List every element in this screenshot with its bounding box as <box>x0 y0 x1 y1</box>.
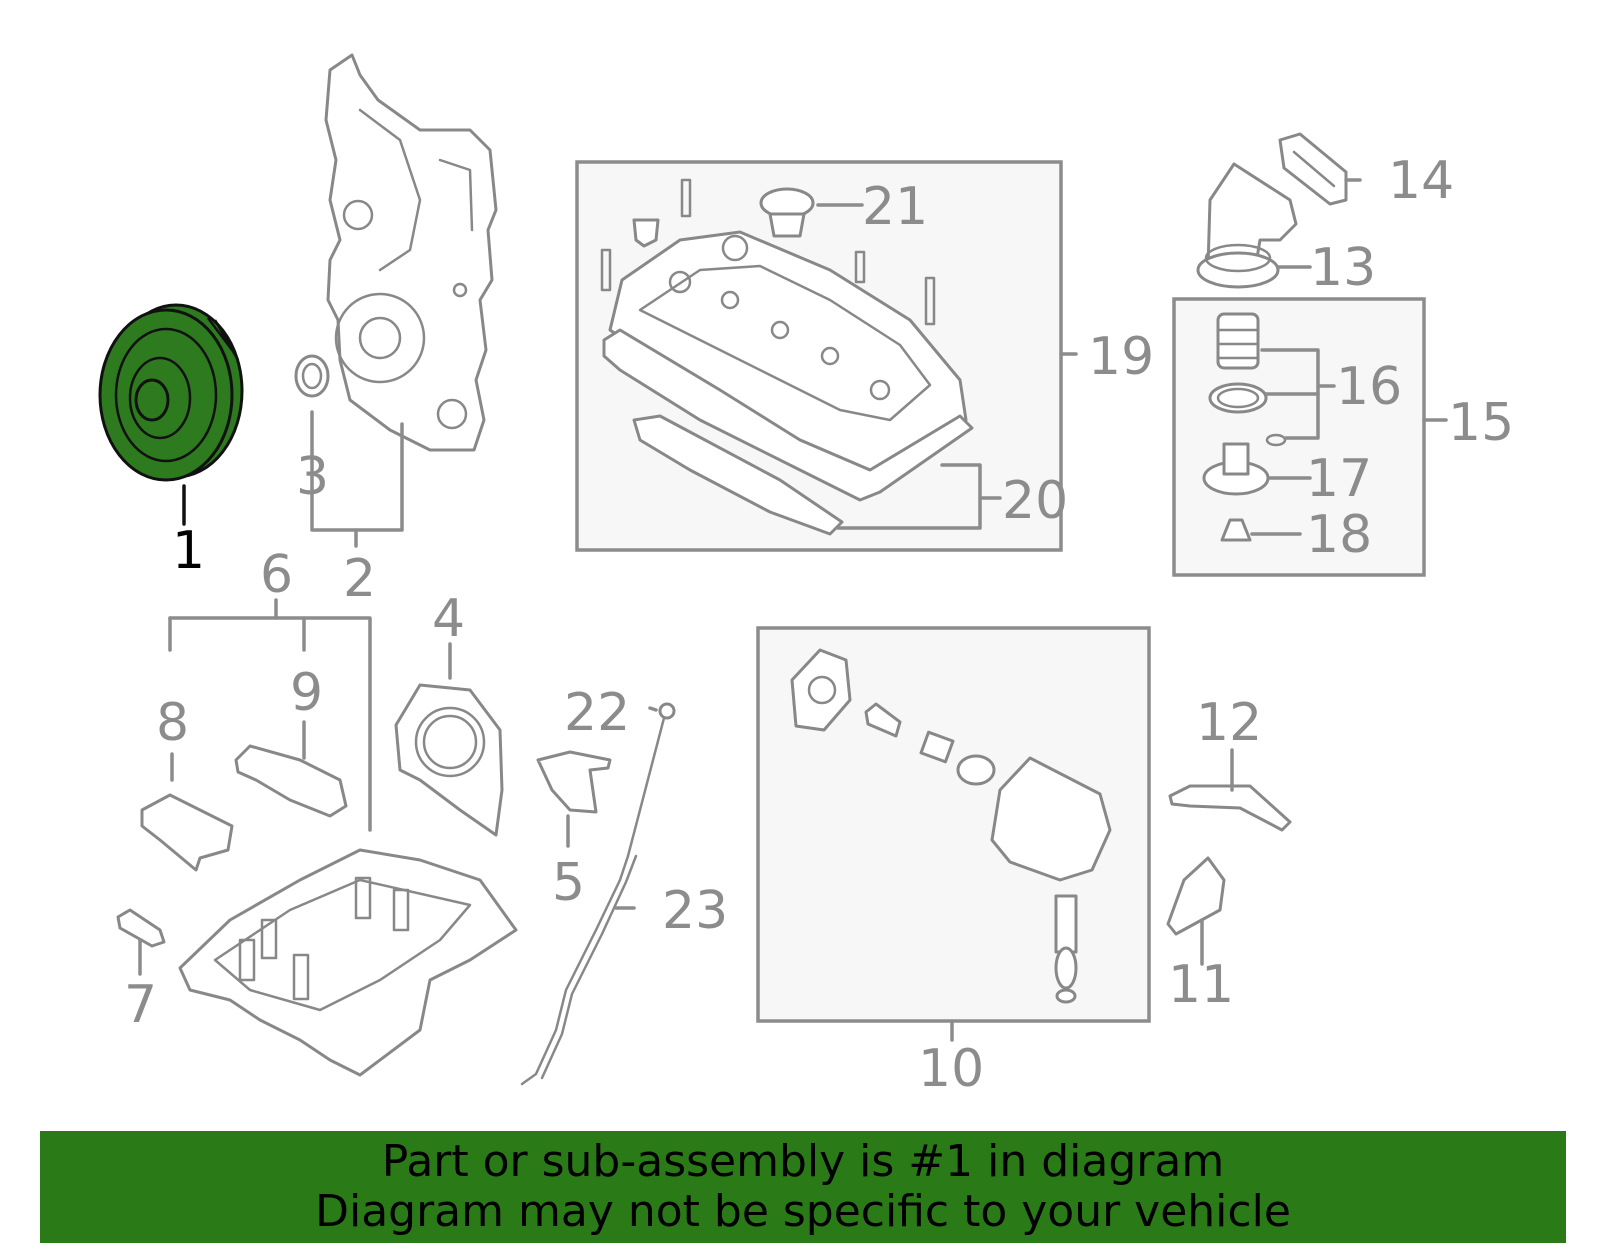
callout-13: 13 <box>1310 238 1376 298</box>
callout-7: 7 <box>124 975 157 1035</box>
callout-15: 15 <box>1448 393 1514 453</box>
callout-14: 14 <box>1388 151 1454 211</box>
part-21-oil-filler-cap[interactable] <box>759 187 815 238</box>
part-10-oil-pump[interactable] <box>790 648 1112 1004</box>
part-14-housing-gasket[interactable] <box>1278 132 1348 206</box>
part-7-sensor[interactable] <box>116 908 166 948</box>
callout-6: 6 <box>260 545 293 605</box>
callout-8: 8 <box>156 693 189 753</box>
part-13-oil-filter-housing[interactable] <box>1196 162 1298 289</box>
callout-16: 16 <box>1336 357 1402 417</box>
part-16-oil-filter-element[interactable] <box>1216 312 1260 370</box>
part-3-front-seal[interactable] <box>294 354 330 398</box>
part-23-dipstick-tube[interactable] <box>520 854 638 1086</box>
part-9-plate[interactable] <box>234 744 348 818</box>
callout-1: 1 <box>172 521 205 581</box>
callout-23: 23 <box>662 881 728 941</box>
callout-19: 19 <box>1088 327 1154 387</box>
part-16-o-ring[interactable] <box>1208 382 1287 447</box>
part-4-rear-cover[interactable] <box>394 683 504 837</box>
callout-17: 17 <box>1306 449 1372 509</box>
part-20-valve-cover-gasket[interactable] <box>602 328 974 536</box>
part-2-timing-cover[interactable] <box>324 53 498 452</box>
callout-10: 10 <box>918 1039 984 1099</box>
part-8-bracket[interactable] <box>140 793 234 872</box>
callout-3: 3 <box>296 447 329 507</box>
part-1-crankshaft-pulley[interactable] <box>98 303 244 482</box>
part-5-baffle[interactable] <box>536 750 612 814</box>
callout-12: 12 <box>1196 693 1262 753</box>
banner-line-2: Diagram may not be specific to your vehi… <box>315 1186 1291 1237</box>
part-22-dipstick[interactable] <box>626 702 676 858</box>
banner-line-1: Part or sub-assembly is #1 in diagram <box>381 1136 1225 1187</box>
callout-5: 5 <box>552 853 585 913</box>
info-banner: Part or sub-assembly is #1 in diagram Di… <box>40 1131 1566 1243</box>
part-11-gasket[interactable] <box>1166 856 1226 936</box>
part-17-filter-cap[interactable] <box>1202 442 1270 496</box>
callout-20: 20 <box>1002 471 1068 531</box>
callout-21: 21 <box>862 177 928 237</box>
callout-9: 9 <box>290 663 323 723</box>
callout-22: 22 <box>564 683 630 743</box>
callout-4: 4 <box>432 589 465 649</box>
callout-18: 18 <box>1306 505 1372 565</box>
part-6-oil-pan[interactable] <box>178 848 518 1077</box>
part-12-bracket[interactable] <box>1168 784 1292 832</box>
callout-11: 11 <box>1168 955 1234 1015</box>
leader-lines <box>138 178 1448 1042</box>
part-18-drain-plug[interactable] <box>1220 518 1252 542</box>
callout-2-timing-cover: 2 <box>343 549 376 609</box>
